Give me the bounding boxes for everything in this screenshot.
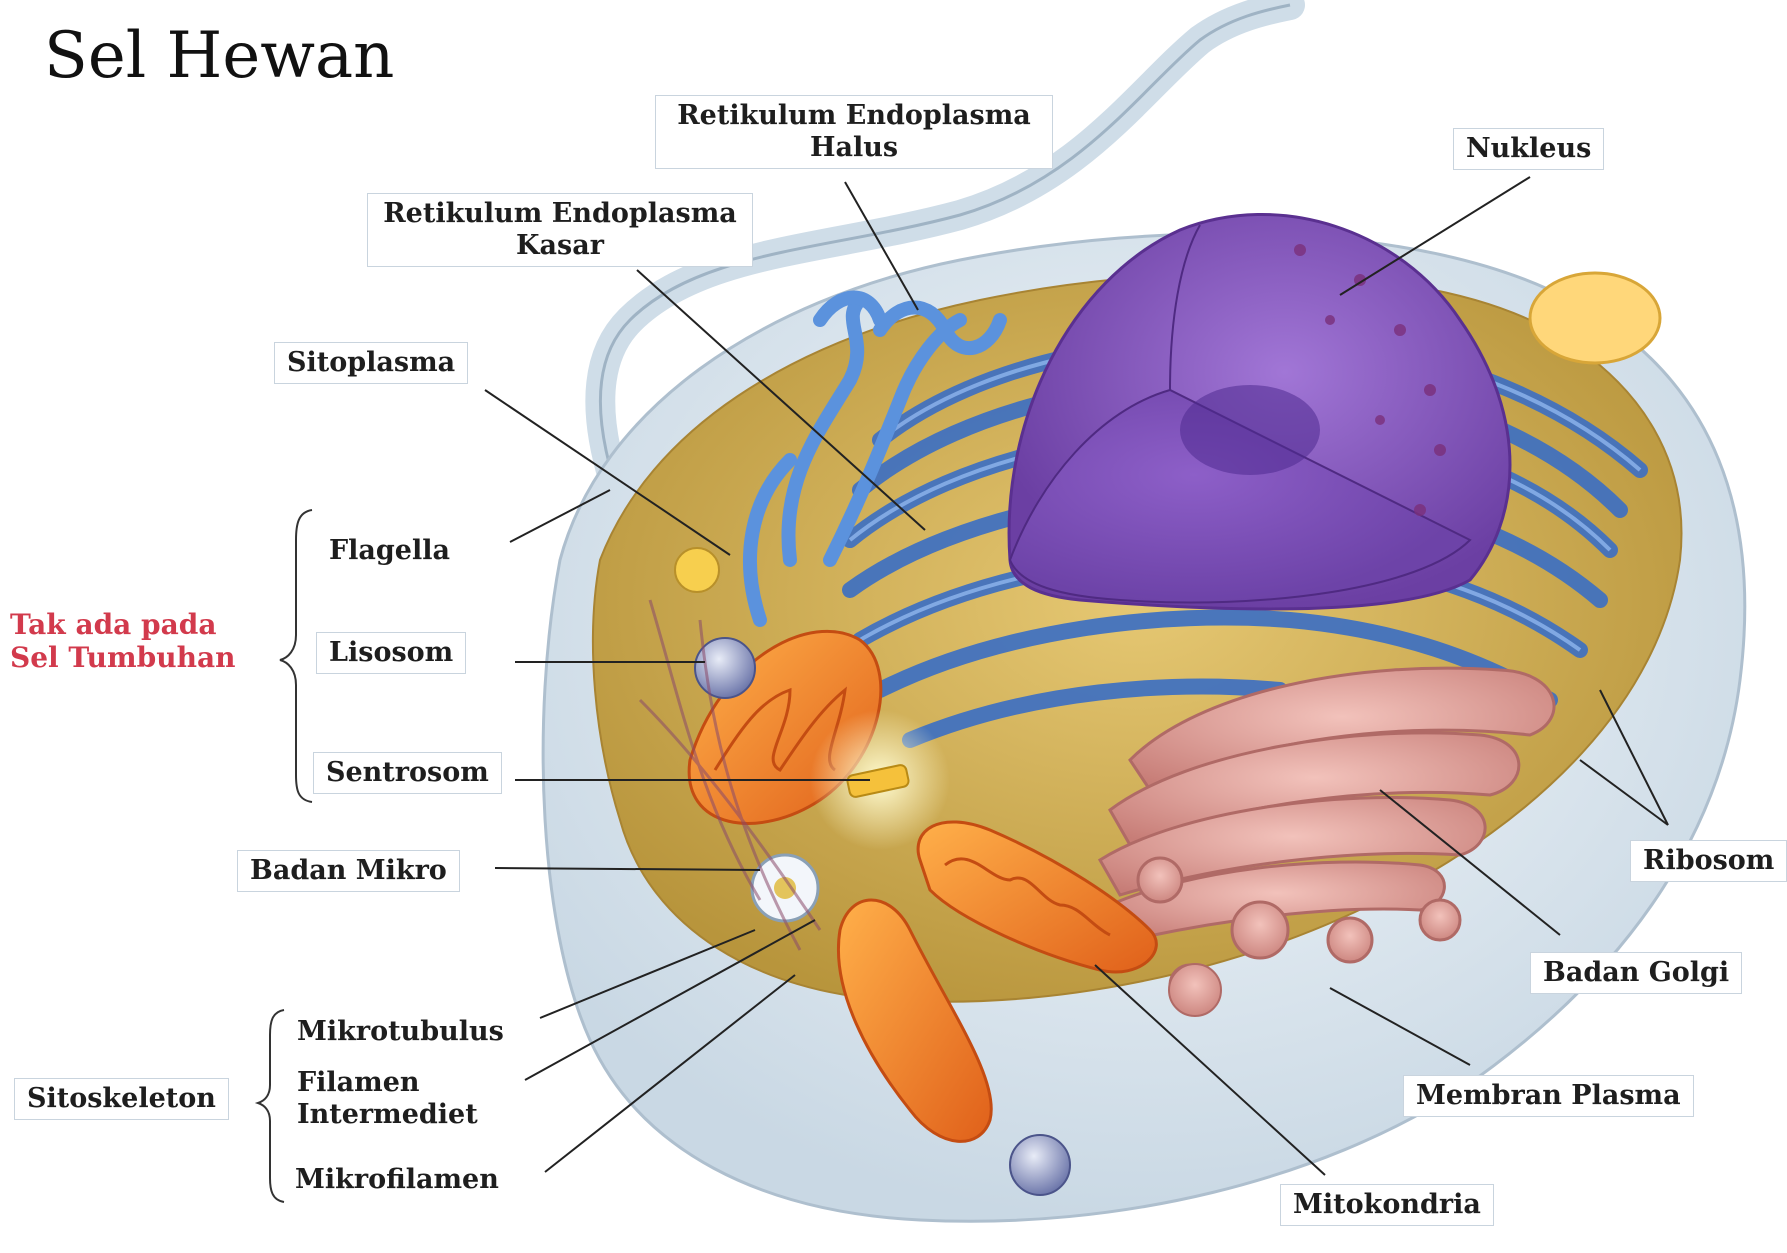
vacuole — [1530, 273, 1660, 363]
label-sitoplasma: Sitoplasma — [274, 342, 468, 384]
label-retikulum-halus: Retikulum Endoplasma Halus — [655, 95, 1053, 169]
label-nukleus: Nukleus — [1453, 128, 1604, 170]
label-mikrofilamen: Mikrofilamen — [294, 1163, 500, 1197]
diagram-title: Sel Hewan — [44, 24, 394, 88]
secretory-vesicle — [675, 548, 719, 592]
label-lisosom: Lisosom — [316, 632, 466, 674]
brace-sitoskeleton — [258, 1010, 284, 1202]
label-flagella: Flagella — [328, 534, 451, 568]
vesicle-lower — [1010, 1135, 1070, 1195]
label-mitokondria: Mitokondria — [1280, 1184, 1494, 1226]
label-filamen-intermediet: Filamen Intermediet — [296, 1066, 479, 1132]
label-badan-golgi: Badan Golgi — [1530, 952, 1742, 994]
label-sitoskeleton: Sitoskeleton — [14, 1078, 229, 1120]
label-sentrosom: Sentrosom — [313, 752, 502, 794]
label-membran-plasma: Membran Plasma — [1403, 1075, 1694, 1117]
label-retikulum-kasar: Retikulum Endoplasma Kasar — [367, 193, 753, 267]
label-mikrotubulus: Mikrotubulus — [296, 1015, 505, 1049]
label-ribosom: Ribosom — [1630, 840, 1787, 882]
label-badan-mikro: Badan Mikro — [237, 850, 460, 892]
group-note-plant-cells: Tak ada pada Sel Tumbuhan — [10, 608, 235, 674]
brace-group-note — [280, 510, 312, 802]
